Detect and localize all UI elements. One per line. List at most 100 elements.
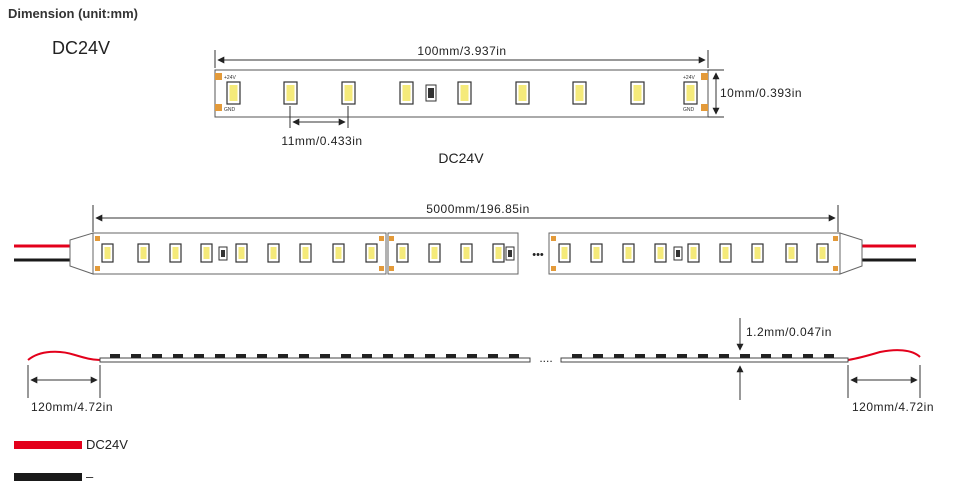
led-chip (365, 243, 378, 263)
continuation-ellipsis: ••• (532, 249, 544, 261)
full-strip: ••• (14, 232, 916, 275)
profile-led-chip (236, 354, 246, 358)
solder-pad (215, 73, 222, 80)
total-length-label: 5000mm/196.85in (426, 202, 530, 216)
pad-label-positive: +24V (224, 75, 236, 81)
lead-left-dimension: 120mm/4.72in (27, 365, 113, 414)
legend-swatch-red (14, 441, 82, 449)
profile-led-chip (719, 354, 729, 358)
solder-pad (701, 73, 708, 80)
led-chip (341, 81, 356, 105)
led-chip (683, 81, 698, 105)
profile-led-chip (404, 354, 414, 358)
end-cap (839, 232, 863, 275)
resistor-icon (505, 246, 515, 261)
led-chip (101, 243, 114, 263)
led-chip (622, 243, 635, 263)
solder-pad (379, 266, 384, 271)
profile-led-chip (215, 354, 225, 358)
led-chip (785, 243, 798, 263)
solder-pad (215, 104, 222, 111)
led-chip (515, 81, 530, 105)
led-chip (816, 243, 829, 263)
led-chip (267, 243, 280, 263)
led-chip (283, 81, 298, 105)
pad-label-ground: GND (683, 107, 695, 113)
solder-pad (701, 104, 708, 111)
profile-led-chip (803, 354, 813, 358)
led-chip (235, 243, 248, 263)
led-chip (137, 243, 150, 263)
profile-led-chip (320, 354, 330, 358)
resistor-icon (673, 246, 683, 261)
led-chip (396, 243, 409, 263)
solder-pad (95, 266, 100, 271)
led-chip (428, 243, 441, 263)
profile-led-chip (698, 354, 708, 358)
legend-label-positive: DC24V (86, 437, 128, 452)
lead-right-label: 120mm/4.72in (852, 400, 934, 414)
profile-ellipsis: .... (539, 351, 552, 365)
page-heading: Dimension (unit:mm) (8, 6, 138, 21)
led-chip (399, 81, 414, 105)
lead-right-dimension: 120mm/4.72in (847, 365, 934, 414)
led-chip (332, 243, 345, 263)
solder-pad (389, 236, 394, 241)
led-chip (200, 243, 213, 263)
red-wire (847, 349, 921, 361)
legend-swatch-black (14, 473, 82, 481)
profile-led-chip (656, 354, 666, 358)
led-chip (299, 243, 312, 263)
legend-label-negative: – (86, 469, 94, 484)
profile-led-chip (467, 354, 477, 358)
strip-caption: DC24V (438, 150, 484, 166)
profile-led-chip (425, 354, 435, 358)
profile-led-chip (341, 354, 351, 358)
led-chip (492, 243, 505, 263)
profile-led-chip (761, 354, 771, 358)
led-chip (572, 81, 587, 105)
solder-pad (95, 236, 100, 241)
width-label: 10mm/0.393in (720, 86, 802, 100)
led-chip (226, 81, 241, 105)
profile-led-chip (677, 354, 687, 358)
thickness-label: 1.2mm/0.047in (746, 325, 832, 339)
solder-pad (389, 266, 394, 271)
profile-led-chip (509, 354, 519, 358)
pad-label-positive: +24V (683, 75, 695, 81)
solder-pad (551, 236, 556, 241)
resistor-icon (218, 246, 228, 261)
segment-length-dimension: 100mm/3.937in (214, 44, 709, 68)
profile-led-chip (824, 354, 834, 358)
strip-segment: +24V GND +24V GND (214, 69, 709, 118)
legend (14, 441, 82, 481)
profile-led-chip (173, 354, 183, 358)
led-chip (590, 243, 603, 263)
led-chip (460, 243, 473, 263)
profile-led-chip (257, 354, 267, 358)
profile-led-chip (635, 354, 645, 358)
profile-led-chip (152, 354, 162, 358)
profile-led-chip (110, 354, 120, 358)
profile-led-chip (131, 354, 141, 358)
led-chip (169, 243, 182, 263)
profile-led-chip (299, 354, 309, 358)
profile-led-chip (614, 354, 624, 358)
profile-led-chip (446, 354, 456, 358)
profile-led-chip (278, 354, 288, 358)
profile-led-chip (383, 354, 393, 358)
solder-pad (833, 236, 838, 241)
resistor-icon (425, 84, 437, 102)
profile-led-chip (194, 354, 204, 358)
side-profile: .... (27, 349, 921, 365)
led-chip (719, 243, 732, 263)
profile-led-chip (740, 354, 750, 358)
led-chip (654, 243, 667, 263)
total-length-dimension: 5000mm/196.85in (92, 202, 839, 232)
red-wire (27, 350, 101, 361)
lead-left-label: 120mm/4.72in (31, 400, 113, 414)
pitch-dimension: 11mm/0.433in (281, 106, 362, 148)
thickness-dimension: 1.2mm/0.047in (736, 318, 832, 400)
led-chip (558, 243, 571, 263)
